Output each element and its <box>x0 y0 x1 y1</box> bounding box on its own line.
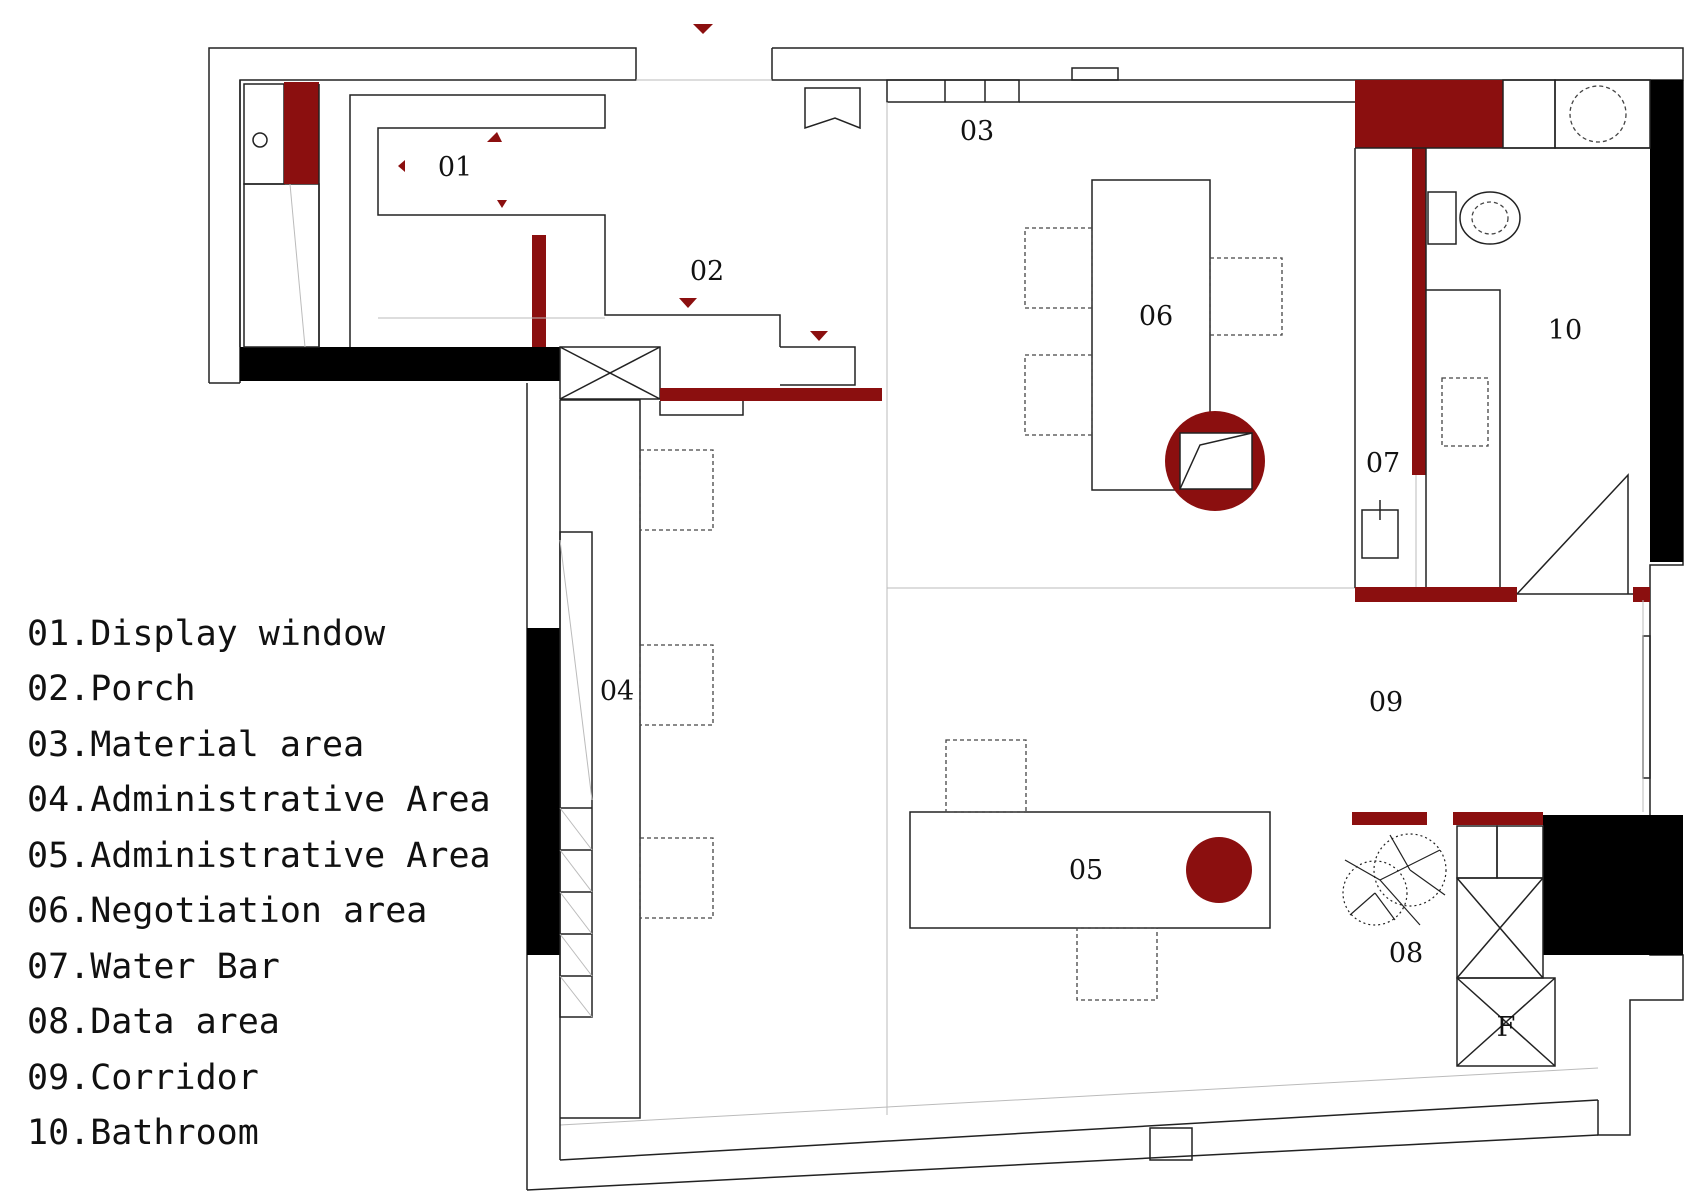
legend-item-10: 10.Bathroom <box>27 1113 259 1153</box>
porch-arrow-2-icon <box>810 331 828 341</box>
structural-walls <box>240 80 1683 955</box>
room-labels: 01 02 03 04 05 06 07 08 09 10 F <box>438 116 1582 1043</box>
display-arrow-down-icon <box>497 200 507 208</box>
admin-area-05 <box>909 739 1271 1001</box>
legend-item-07: 07.Water Bar <box>27 947 280 987</box>
room-label-04: 04 <box>600 676 634 707</box>
legend-item-04: 04.Administrative Area <box>27 780 491 820</box>
room-label-06: 06 <box>1139 301 1173 332</box>
bathroom-area <box>1354 79 1651 602</box>
negotiation-table <box>1024 179 1283 511</box>
display-window-area <box>239 24 882 416</box>
room-label-03: 03 <box>960 116 994 147</box>
legend-item-01: 01.Display window <box>27 614 386 654</box>
room-label-08: 08 <box>1389 938 1423 969</box>
legend-item-05: 05.Administrative Area <box>27 836 491 876</box>
legend-item-06: 06.Negotiation area <box>27 891 427 931</box>
display-arrow-up-icon <box>487 132 502 142</box>
room-label-02: 02 <box>690 256 724 287</box>
material-area <box>804 67 1360 1115</box>
legend: 01.Display window 02.Porch 03.Material a… <box>27 614 491 1153</box>
room-label-07: 07 <box>1366 448 1400 479</box>
outer-walls <box>208 47 1684 1191</box>
room-label-01: 01 <box>438 152 472 183</box>
room-label-05: 05 <box>1069 855 1103 886</box>
data-area <box>1342 600 1651 1067</box>
room-label-09: 09 <box>1369 687 1403 718</box>
legend-item-02: 02.Porch <box>27 669 196 709</box>
legend-item-09: 09.Corridor <box>27 1058 259 1098</box>
admin-area-04 <box>559 399 714 1119</box>
room-label-10: 10 <box>1548 315 1582 346</box>
legend-item-08: 08.Data area <box>27 1002 280 1042</box>
display-arrow-left-icon <box>398 160 405 172</box>
legend-item-03: 03.Material area <box>27 725 364 765</box>
porch-arrow-icon <box>679 298 697 308</box>
fridge-label: F <box>1497 1012 1516 1043</box>
plant-icon <box>1342 833 1447 926</box>
entry-arrow-icon <box>693 24 713 34</box>
